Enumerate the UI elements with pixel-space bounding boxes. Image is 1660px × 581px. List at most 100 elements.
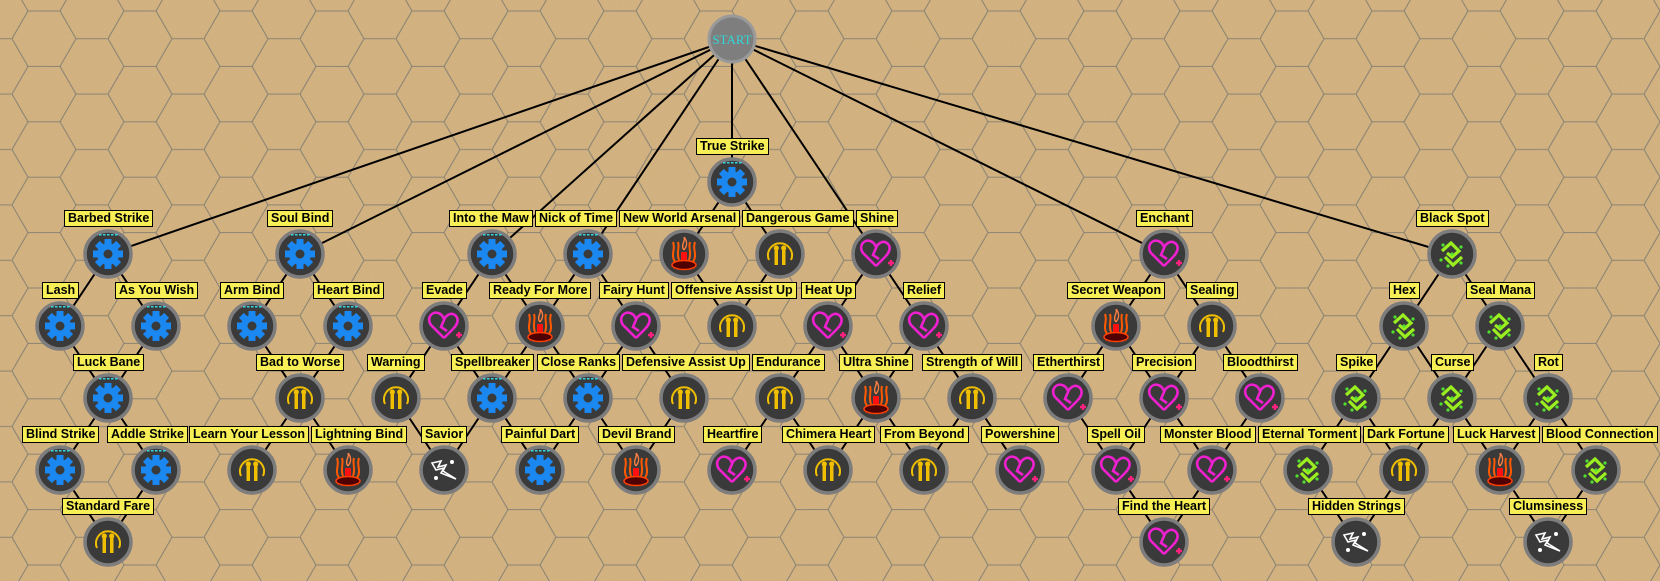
skill-node-find-the-heart[interactable] (1139, 517, 1189, 567)
skill-node-sealing[interactable] (1187, 301, 1237, 351)
skill-node-etherthirst[interactable] (1043, 373, 1093, 423)
skill-node-ultra-shine[interactable] (851, 373, 901, 423)
skill-node-luck-harvest[interactable] (1475, 445, 1525, 495)
skill-label-close-ranks: Close Ranks (537, 354, 621, 371)
skill-node-heartfire[interactable] (707, 445, 757, 495)
heart-icon (427, 311, 462, 339)
skill-node-black-spot[interactable] (1427, 229, 1477, 279)
skill-node-monster-blood[interactable] (1187, 445, 1237, 495)
skill-node-arm-bind[interactable] (227, 301, 277, 351)
skill-label-hex: Hex (1389, 282, 1420, 299)
skill-node-rot[interactable] (1523, 373, 1573, 423)
skill-node-heat-up[interactable] (803, 301, 853, 351)
skill-label-hidden-strings: Hidden Strings (1308, 498, 1405, 515)
gear-icon (45, 306, 75, 341)
skill-node-devil-brand[interactable] (611, 445, 661, 495)
skill-label-bad-to-worse: Bad to Worse (256, 354, 345, 371)
skill-node-hidden-strings[interactable] (1331, 517, 1381, 567)
skill-node-as-you-wish[interactable] (131, 301, 181, 351)
skill-node-blind-strike[interactable] (35, 445, 85, 495)
skill-node-hex[interactable] (1379, 301, 1429, 351)
skill-node-offensive-assist-up[interactable] (707, 301, 757, 351)
heart-icon (811, 311, 846, 339)
skill-node-spellbreaker[interactable] (467, 373, 517, 423)
skill-node-blood-connection[interactable] (1571, 445, 1621, 495)
edge-line (107, 38, 733, 255)
skill-node-close-ranks[interactable] (563, 373, 613, 423)
skill-node-barbed-strike[interactable] (83, 229, 133, 279)
skill-node-painful-dart[interactable] (515, 445, 565, 495)
skill-node-secret-weapon[interactable] (1091, 301, 1141, 351)
heart-icon (619, 311, 654, 339)
heart-icon (1099, 455, 1134, 483)
skill-node-strength-of-will[interactable] (947, 373, 997, 423)
skill-label-secret-weapon: Secret Weapon (1067, 282, 1166, 299)
skill-node-curse[interactable] (1427, 373, 1477, 423)
skill-label-arm-bind: Arm Bind (220, 282, 285, 299)
skill-node-eternal-torment[interactable] (1283, 445, 1333, 495)
skill-node-bloodthirst[interactable] (1235, 373, 1285, 423)
skill-node-enchant[interactable] (1139, 229, 1189, 279)
skill-label-heartfire: Heartfire (703, 426, 763, 443)
skill-node-spike[interactable] (1331, 373, 1381, 423)
skill-node-dangerous-game[interactable] (755, 229, 805, 279)
skill-label-enchant: Enchant (1136, 210, 1194, 227)
skill-node-seal-mana[interactable] (1475, 301, 1525, 351)
skill-node-chimera-heart[interactable] (803, 445, 853, 495)
flame-icon (671, 236, 697, 271)
skill-label-warning: Warning (367, 354, 425, 371)
skill-label-precision: Precision (1132, 354, 1197, 371)
gear-icon (237, 306, 267, 341)
skill-label-heart-bind: Heart Bind (313, 282, 385, 299)
swirl-icon (1439, 384, 1464, 412)
skill-node-relief[interactable] (899, 301, 949, 351)
skill-node-bad-to-worse[interactable] (275, 373, 325, 423)
skill-node-spell-oil[interactable] (1091, 445, 1141, 495)
skill-node-lash[interactable] (35, 301, 85, 351)
skill-node-warning[interactable] (371, 373, 421, 423)
skill-node-standard-fare[interactable] (83, 517, 133, 567)
skill-node-fairy-hunt[interactable] (611, 301, 661, 351)
jelly-icon (911, 458, 937, 481)
skill-label-monster-blood: Monster Blood (1160, 426, 1256, 443)
heart-icon (1003, 455, 1038, 483)
gear-icon (141, 450, 171, 485)
skill-node-learn-your-lesson[interactable] (227, 445, 277, 495)
heart-icon (859, 239, 894, 267)
skill-node-ready-for-more[interactable] (515, 301, 565, 351)
skill-label-ultra-shine: Ultra Shine (839, 354, 913, 371)
skill-node-lightning-bind[interactable] (323, 445, 373, 495)
skill-node-savior[interactable] (419, 445, 469, 495)
skill-node-heart-bind[interactable] (323, 301, 373, 351)
heart-icon (715, 455, 750, 483)
skill-node-evade[interactable] (419, 301, 469, 351)
flame-icon (335, 452, 361, 487)
skill-label-curse: Curse (1431, 354, 1475, 371)
skill-node-into-the-maw[interactable] (467, 229, 517, 279)
skill-node-shine[interactable] (851, 229, 901, 279)
skill-label-offensive-assist-up: Offensive Assist Up (671, 282, 797, 299)
skill-node-from-beyond[interactable] (899, 445, 949, 495)
skill-node-defensive-assist-up[interactable] (659, 373, 709, 423)
skill-label-savior: Savior (421, 426, 468, 443)
heart-icon (1147, 239, 1182, 267)
skill-node-luck-bane[interactable] (83, 373, 133, 423)
skill-label-ready-for-more: Ready For More (489, 282, 592, 299)
skill-node-new-world-arsenal[interactable] (659, 229, 709, 279)
skill-label-devil-brand: Devil Brand (598, 426, 676, 443)
skill-label-lash: Lash (42, 282, 80, 299)
skill-node-endurance[interactable] (755, 373, 805, 423)
skill-label-nick-of-time: Nick of Time (535, 210, 618, 227)
skill-node-true-strike[interactable] (707, 157, 757, 207)
skill-node-precision[interactable] (1139, 373, 1189, 423)
jelly-icon (959, 386, 985, 409)
skill-node-dark-fortune[interactable] (1379, 445, 1429, 495)
skill-node-powershine[interactable] (995, 445, 1045, 495)
skill-node-nick-of-time[interactable] (563, 229, 613, 279)
start-node[interactable]: START (707, 14, 757, 64)
skill-node-addle-strike[interactable] (131, 445, 181, 495)
skill-node-soul-bind[interactable] (275, 229, 325, 279)
gear-icon (477, 234, 507, 269)
gear-icon (525, 450, 555, 485)
skill-node-clumsiness[interactable] (1523, 517, 1573, 567)
